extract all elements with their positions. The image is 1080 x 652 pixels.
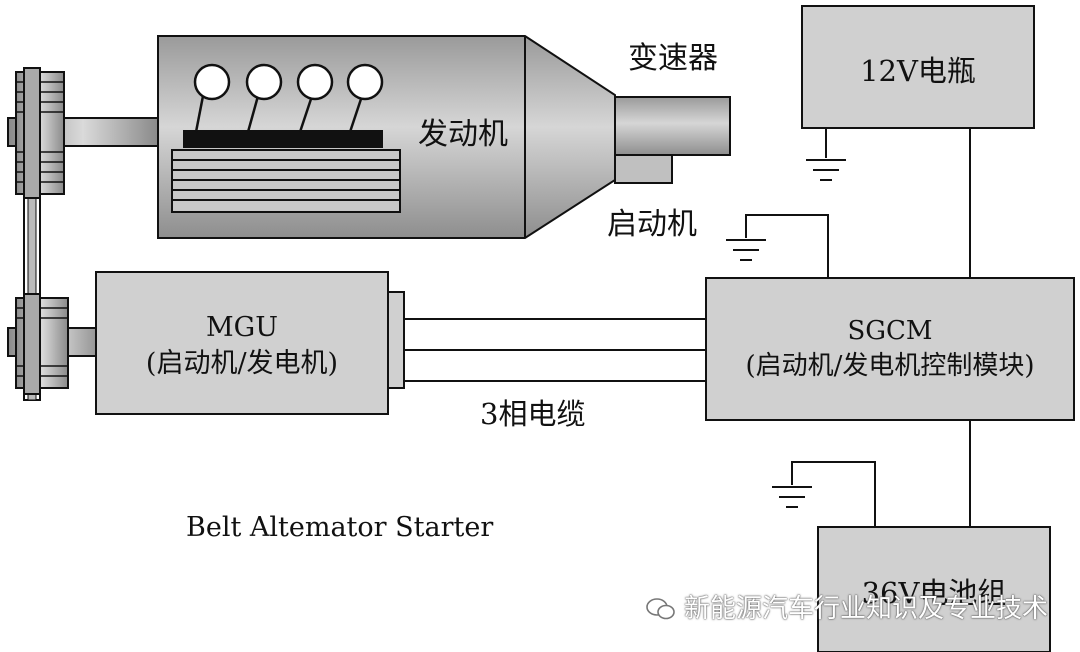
sgcm-subtitle: (启动机/发电机控制模块): [745, 351, 1035, 382]
caption: Belt Altemator Starter: [186, 512, 494, 543]
sgcm-label: SGCM (启动机/发电机控制模块): [706, 314, 1074, 384]
starter-label: 启动机: [607, 207, 697, 242]
battery-36v-label: 36V电池组: [861, 576, 1007, 610]
crankshaft-pulley: [7, 67, 159, 199]
ground-icon-12v: [806, 159, 846, 181]
watermark-text: 新能源汽车行业知识及专业技术: [683, 594, 1048, 624]
ground-icon-sgcm: [726, 239, 766, 261]
watermark: 新能源汽车行业知识及专业技术: [646, 588, 1048, 625]
sgcm-box: [705, 277, 1075, 421]
mgu-subtitle: (启动机/发电机): [145, 348, 339, 380]
piston-icons: [193, 63, 384, 133]
cylinder-stack: [171, 149, 401, 213]
wechat-icon: [646, 598, 675, 620]
transmission-label: 变速器: [628, 41, 718, 76]
mgu-pulley: [7, 293, 104, 395]
cable-label: 3相电缆: [480, 397, 586, 431]
battery-36v-box: [817, 526, 1051, 652]
wiring: [745, 128, 971, 527]
transmission-unit: [614, 96, 731, 184]
ground-icon-36v: [772, 486, 812, 508]
engine-block: [157, 35, 616, 239]
mgu-label: MGU (启动机/发电机): [96, 310, 388, 383]
mgu-title: MGU: [206, 312, 278, 343]
engine-label: 发动机: [418, 117, 508, 152]
mgu-box: [95, 271, 389, 415]
battery-12v-label: 12V电瓶: [860, 54, 976, 88]
battery-12v-box: [801, 5, 1035, 129]
sgcm-title: SGCM: [847, 316, 933, 346]
three-phase-cable: [404, 318, 706, 382]
mgu-terminal: [387, 291, 405, 389]
